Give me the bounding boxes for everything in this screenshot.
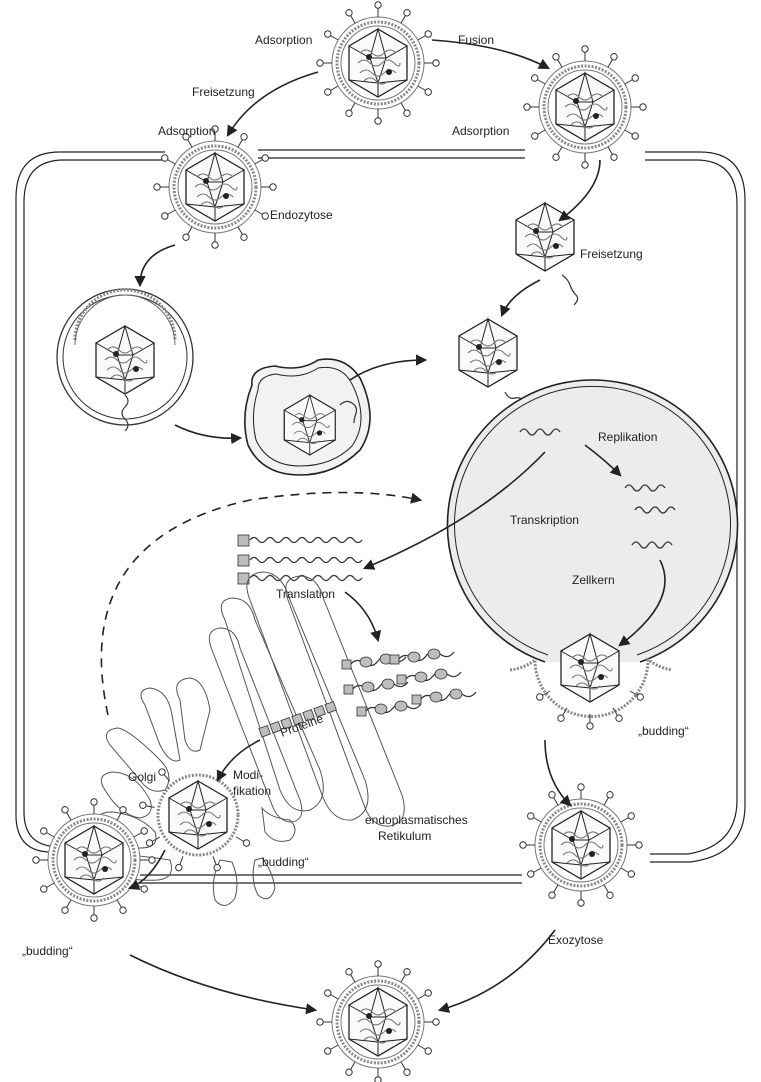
mrna-group: [238, 535, 362, 584]
label-modifikation-2: fikation: [233, 784, 271, 798]
label-freisetzung-right: Freisetzung: [580, 247, 643, 261]
protein-chains: [342, 649, 476, 716]
label-adsorption-right: Adsorption: [452, 124, 509, 138]
label-translation: Translation: [276, 587, 335, 601]
label-golgi: Golgi: [128, 770, 156, 784]
capsid-released-right: [516, 203, 574, 271]
label-zellkern: Zellkern: [572, 573, 615, 587]
label-exozytose: Exozytose: [548, 933, 604, 947]
virion-endocytosis: [154, 126, 276, 248]
endosome: [57, 289, 193, 431]
label-budding-left: „budding“: [22, 944, 73, 958]
virion-adsorption-top: [317, 2, 439, 124]
nucleus: [447, 380, 737, 662]
virion-exocytosis: [520, 784, 642, 906]
label-er-2: Retikulum: [378, 829, 431, 843]
label-adsorption-left: Adsorption: [158, 124, 215, 138]
label-endozytose: Endozytose: [270, 208, 333, 222]
label-adsorption-top: Adsorption: [255, 33, 312, 47]
capsid-entering-nucleus: [459, 319, 517, 387]
rna-released-right: [562, 275, 578, 305]
label-freisetzung-left: Freisetzung: [192, 85, 255, 99]
label-modifikation-1: Modi-: [233, 768, 263, 782]
uncoating-vesicle: [245, 359, 370, 475]
label-budding-nucleus: „budding“: [638, 724, 689, 738]
label-budding-golgi: „budding“: [258, 855, 309, 869]
virion-released-bottom: [317, 961, 439, 1082]
label-er-1: endoplasmatisches: [365, 813, 468, 827]
label-transkription: Transkription: [510, 513, 579, 527]
label-fusion: Fusion: [458, 33, 494, 47]
label-replikation: Replikation: [598, 430, 657, 444]
label-proteine: Proteine: [278, 711, 325, 740]
